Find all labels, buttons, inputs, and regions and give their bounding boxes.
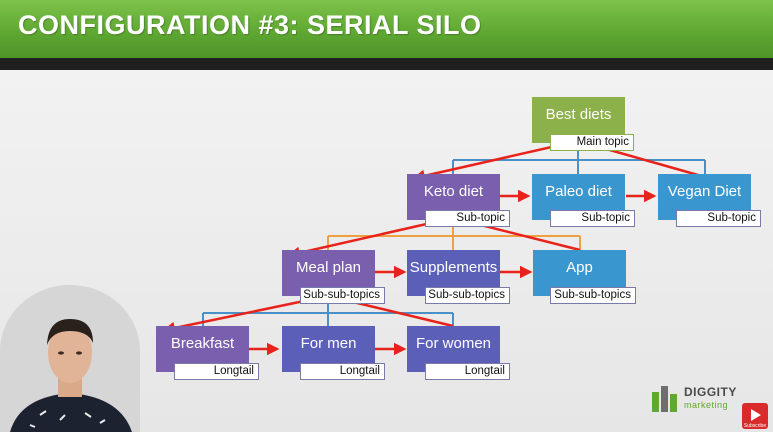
node-title: Keto diet xyxy=(423,182,484,200)
node-label-sub-topic: Sub-topic xyxy=(676,210,761,227)
node-title: App xyxy=(566,258,593,276)
play-icon xyxy=(751,409,761,421)
logo-mark-icon xyxy=(652,386,677,412)
tree-connectors-level3 xyxy=(202,296,454,326)
title-banner: CONFIGURATION #3: SERIAL SILO xyxy=(0,0,773,58)
node-title: Supplements xyxy=(409,258,498,276)
tree-connectors-level1 xyxy=(452,143,706,174)
node-title: For men xyxy=(300,334,357,352)
node-label-main-topic: Main topic xyxy=(550,134,634,151)
presenter-webcam xyxy=(0,285,140,432)
link-arrows xyxy=(162,139,706,356)
node-label-sub-sub-topics: Sub-sub-topics xyxy=(550,287,636,304)
node-label-sub-sub-topics: Sub-sub-topics xyxy=(425,287,510,304)
subscribe-label: Subscribe xyxy=(743,423,767,429)
node-title: Paleo diet xyxy=(545,182,612,200)
node-label-longtail: Longtail xyxy=(174,363,259,380)
node-label-longtail: Longtail xyxy=(300,363,385,380)
node-label-sub-topic: Sub-topic xyxy=(550,210,635,227)
tree-connectors-level2 xyxy=(327,220,581,250)
node-label-sub-sub-topics: Sub-sub-topics xyxy=(300,287,385,304)
logo-brand: DIGGITY xyxy=(684,385,737,399)
node-title: Best diets xyxy=(545,105,612,123)
logo-tagline: marketing xyxy=(684,400,729,410)
node-title: Vegan Diet xyxy=(667,182,742,200)
banner-divider xyxy=(0,58,773,70)
presenter-image xyxy=(0,285,140,432)
node-label-longtail: Longtail xyxy=(425,363,510,380)
node-title: For women xyxy=(415,334,492,352)
node-label-sub-topic: Sub-topic xyxy=(425,210,510,227)
slide-title: CONFIGURATION #3: SERIAL SILO xyxy=(18,10,482,40)
node-title: Breakfast xyxy=(170,334,235,352)
youtube-subscribe-button[interactable]: Subscribe xyxy=(742,403,768,429)
node-keto-diet: Keto diet xyxy=(407,174,500,220)
diggity-logo: DIGGITY marketing xyxy=(650,380,740,420)
node-title: Meal plan xyxy=(295,258,362,276)
